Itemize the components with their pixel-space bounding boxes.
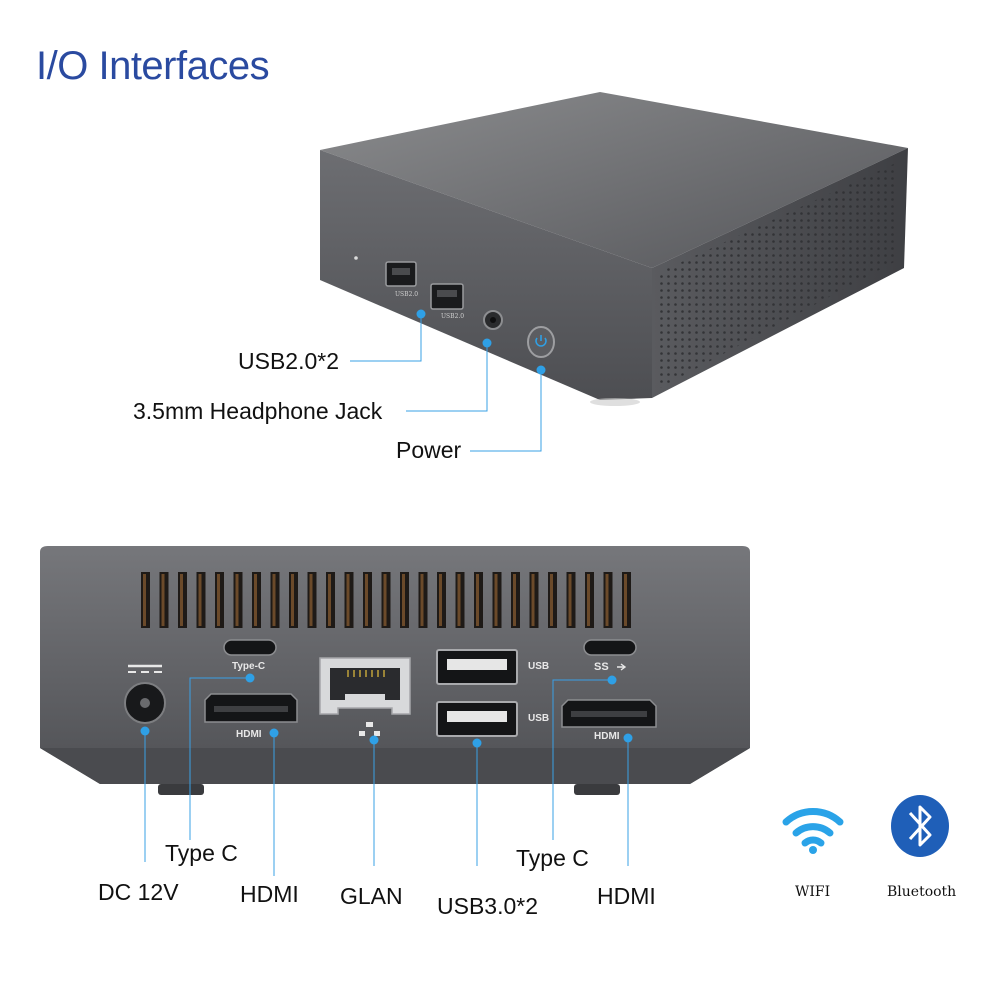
label-hdmi-right: HDMI	[597, 883, 656, 909]
vent-slot-shade	[161, 574, 165, 626]
vent-slot-shade	[494, 574, 498, 626]
label-usb3: USB3.0*2	[437, 893, 539, 919]
rear-ports	[124, 639, 657, 737]
label-glan: GLAN	[340, 883, 403, 909]
usb-print-1: USB	[528, 661, 550, 672]
label-power: Power	[396, 437, 462, 463]
power-button-icon	[527, 326, 555, 358]
vent-slot-shade	[383, 574, 387, 626]
hdmi-left-print: HDMI	[236, 729, 262, 740]
usb2-print-1: USB2.0	[395, 291, 419, 298]
vent-slot-shade	[513, 574, 516, 626]
wifi-icon	[782, 808, 844, 847]
label-typec-left: Type C	[165, 840, 238, 866]
vent-slot-shade	[328, 574, 331, 626]
label-typec-right: Type C	[516, 845, 589, 871]
vent-slot-shade	[587, 574, 590, 626]
vent-slot-shade	[476, 574, 479, 626]
vent-slot-shade	[402, 574, 405, 626]
label-dc: DC 12V	[98, 879, 179, 905]
label-headphone: 3.5mm Headphone Jack	[133, 398, 383, 424]
typec-print: Type-C	[232, 661, 266, 672]
vent-slot-shade	[309, 574, 313, 626]
vent-slot-shade	[198, 574, 202, 626]
vent-slot-shade	[439, 574, 442, 626]
wifi-label: WIFI	[795, 884, 831, 900]
vent-slot-shade	[605, 574, 609, 626]
usb-print-2: USB	[528, 713, 550, 724]
vent-slot-shade	[254, 574, 257, 626]
front-device	[320, 92, 908, 406]
vent-slot-shade	[568, 574, 572, 626]
page-title: I/O Interfaces	[36, 44, 270, 88]
hdmi-right-print: HDMI	[594, 731, 620, 742]
vent-slot-shade	[235, 574, 239, 626]
vent-slot-shade	[180, 574, 183, 626]
rear-leader-lines	[144, 677, 629, 876]
label-usb2: USB2.0*2	[238, 348, 340, 374]
vent-slot-shade	[420, 574, 424, 626]
typec-port-left	[223, 639, 277, 656]
network-icon	[359, 722, 380, 736]
rear-vents	[141, 572, 631, 628]
label-hdmi-left: HDMI	[240, 881, 299, 907]
vent-slot-shade	[143, 574, 146, 626]
vent-slot-shade	[365, 574, 368, 626]
vent-slot-shade	[624, 574, 627, 626]
vent-slot-shade	[550, 574, 553, 626]
vent-slot-shade	[291, 574, 294, 626]
bluetooth-icon	[891, 795, 949, 857]
front-leader-lines	[350, 314, 542, 452]
vent-slot-shade	[531, 574, 535, 626]
ss-print: SS	[594, 661, 609, 673]
bluetooth-label: Bluetooth	[887, 884, 957, 900]
vent-slot-shade	[346, 574, 350, 626]
usb2-print-2: USB2.0	[441, 313, 465, 320]
vent-slot-shade	[272, 574, 276, 626]
vent-slot-shade	[457, 574, 461, 626]
typec-port-right	[583, 639, 637, 656]
vent-slot-shade	[217, 574, 220, 626]
